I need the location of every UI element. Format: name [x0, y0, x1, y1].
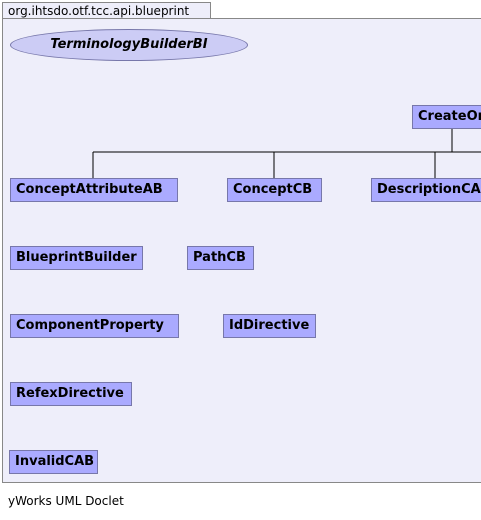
class-create-or-amend[interactable]: CreateOrAmendBlueprint	[412, 105, 481, 129]
footer-credit: yWorks UML Doclet	[8, 494, 124, 508]
class-label: ComponentProperty	[16, 318, 164, 333]
class-label: DescriptionCAB	[377, 182, 481, 197]
class-label: BlueprintBuilder	[16, 250, 137, 265]
class-label: RefexDirective	[16, 386, 124, 401]
class-label: ConceptCB	[233, 182, 313, 197]
package-tab: org.ihtsdo.otf.tcc.api.blueprint	[2, 2, 211, 18]
class-invalid-cab[interactable]: InvalidCAB	[9, 450, 98, 474]
class-component-property[interactable]: ComponentProperty	[10, 314, 179, 338]
footer-text: yWorks UML Doclet	[8, 494, 124, 508]
class-concept-attribute-ab[interactable]: ConceptAttributeAB	[10, 178, 178, 202]
class-description-cab[interactable]: DescriptionCAB	[371, 178, 481, 202]
class-concept-cb[interactable]: ConceptCB	[227, 178, 322, 202]
interface-terminology-builder[interactable]: TerminologyBuilderBI	[10, 29, 248, 61]
interface-label: TerminologyBuilderBI	[50, 37, 208, 52]
class-path-cb[interactable]: PathCB	[187, 246, 254, 270]
package-name: org.ihtsdo.otf.tcc.api.blueprint	[8, 4, 190, 18]
class-label: CreateOrAmendBlueprint	[418, 109, 481, 124]
class-id-directive[interactable]: IdDirective	[223, 314, 316, 338]
class-blueprint-builder[interactable]: BlueprintBuilder	[10, 246, 143, 270]
class-label: PathCB	[193, 250, 246, 265]
class-label: ConceptAttributeAB	[16, 182, 163, 197]
class-label: IdDirective	[229, 318, 310, 333]
class-refex-directive[interactable]: RefexDirective	[10, 382, 132, 406]
class-label: InvalidCAB	[15, 454, 95, 469]
